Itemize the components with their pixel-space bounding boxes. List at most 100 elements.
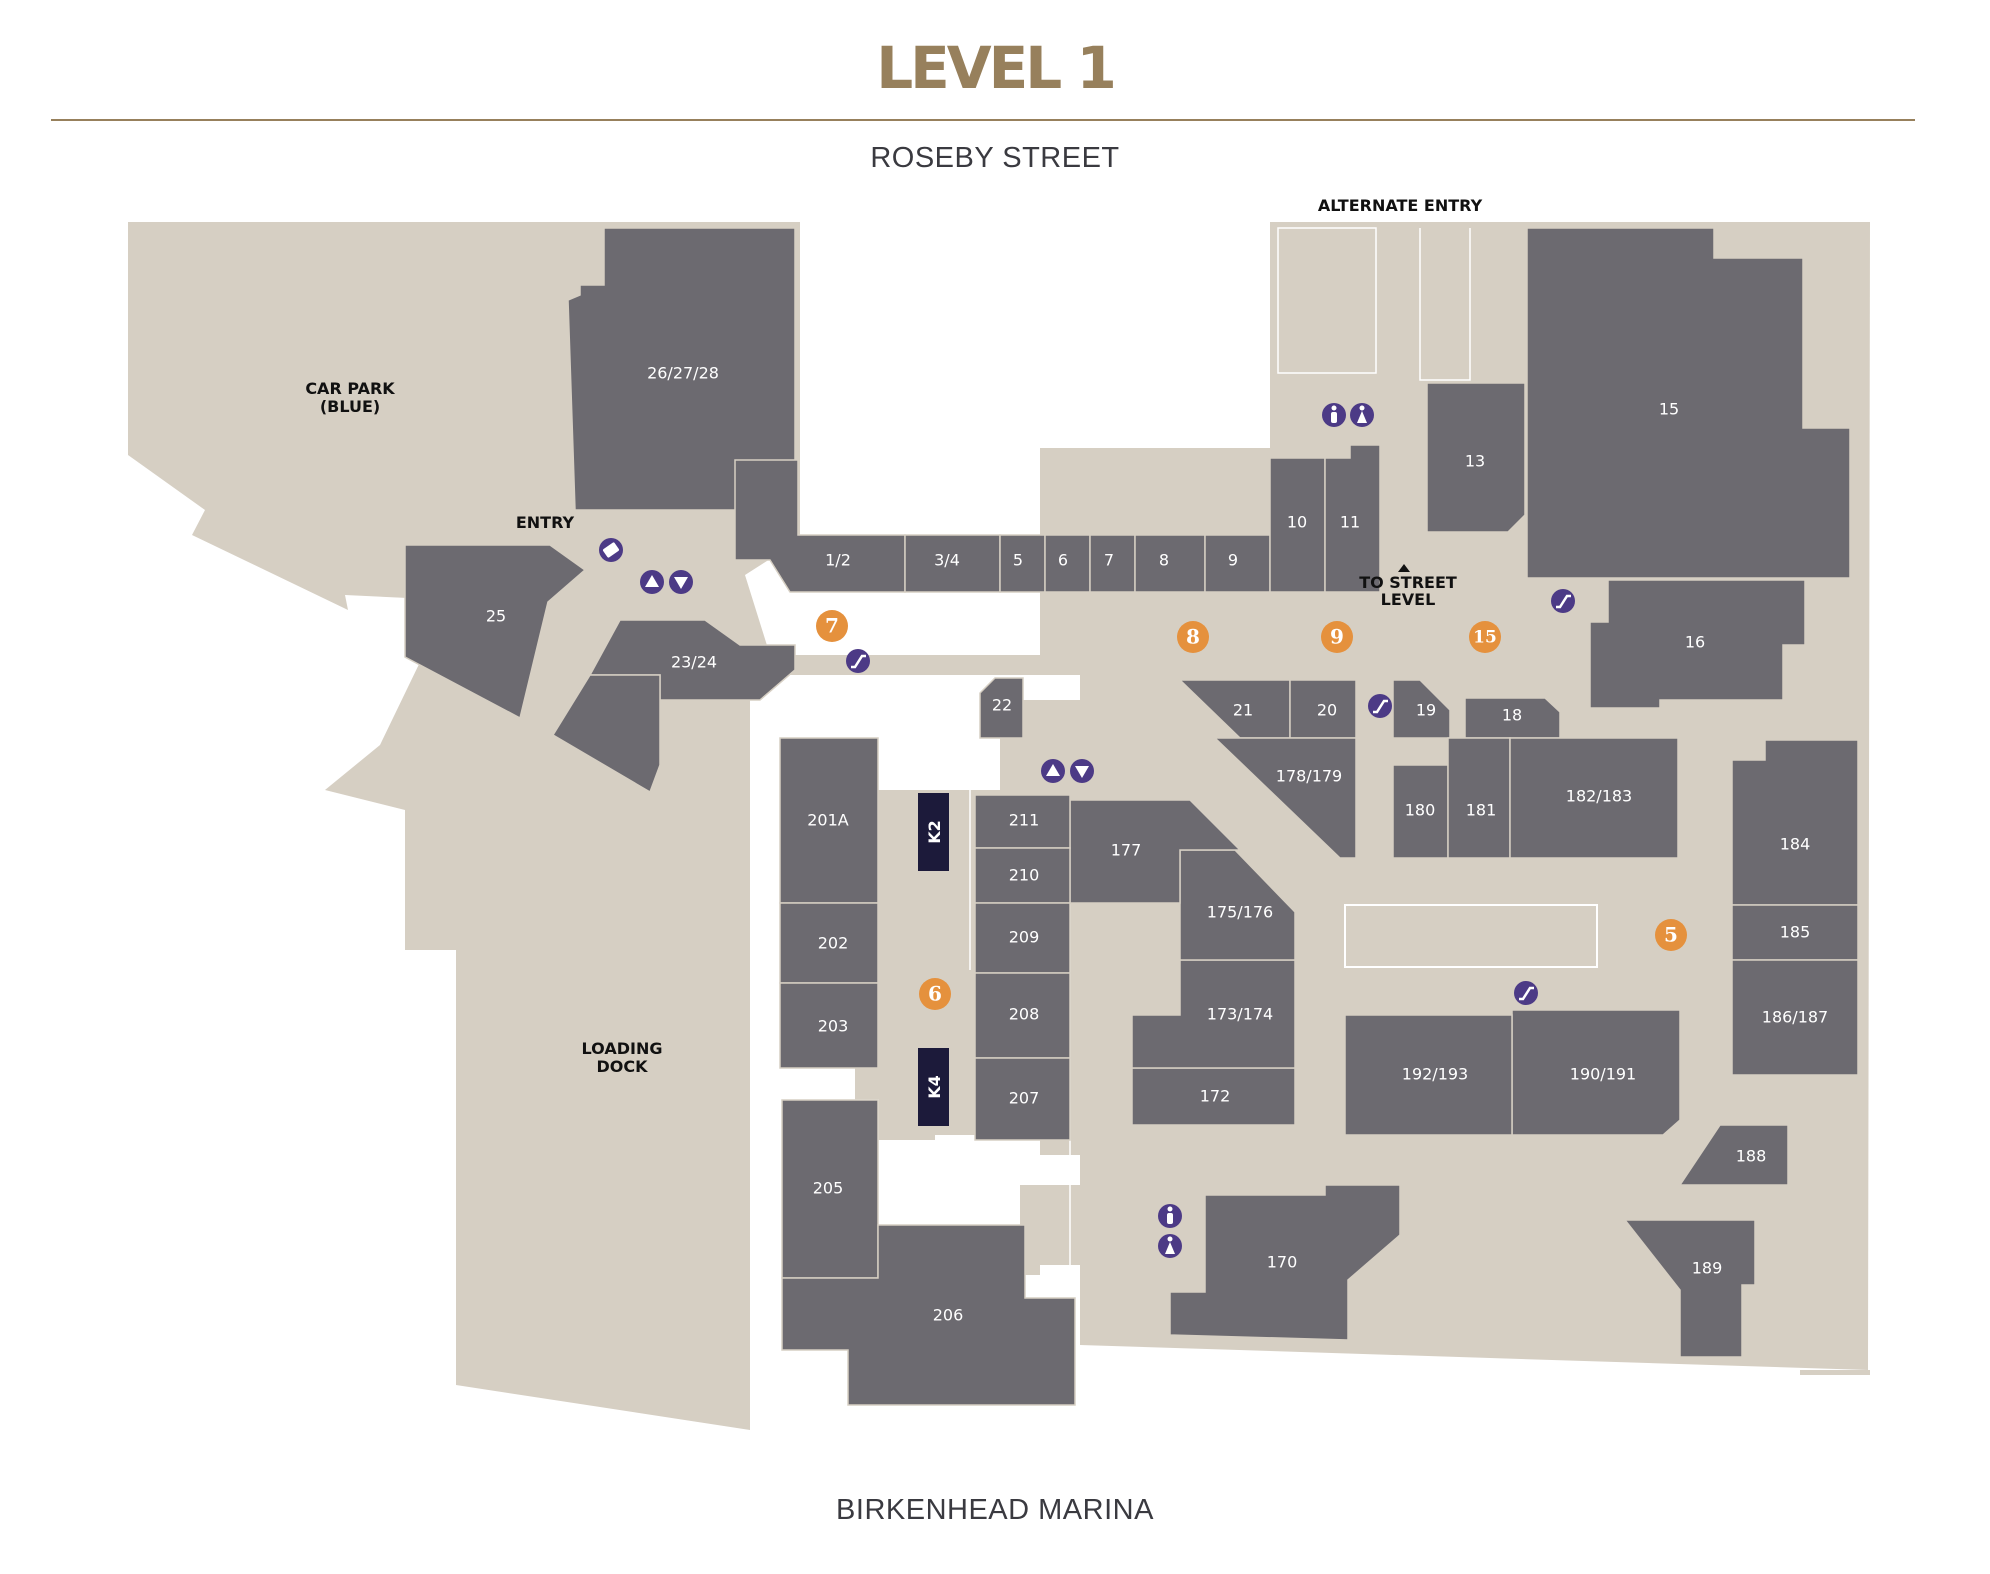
shop-unit-18[interactable] — [1464, 697, 1561, 739]
unit-label: 7 — [1104, 551, 1114, 570]
alternate-entry-label: ALTERNATE ENTRY — [1318, 196, 1483, 215]
shop-unit-202[interactable] — [779, 902, 879, 984]
unit-label: 181 — [1466, 801, 1497, 820]
lift-down-icon[interactable] — [1070, 759, 1094, 783]
unit-label: 8 — [1159, 551, 1169, 570]
unit-label: 192/193 — [1402, 1065, 1468, 1084]
unit-label: 172 — [1200, 1087, 1231, 1106]
marker-5[interactable] — [1655, 919, 1687, 951]
unit-label: 21 — [1233, 701, 1253, 720]
unit-label: 5 — [1013, 551, 1023, 570]
shop-unit-182-183[interactable] — [1509, 737, 1679, 859]
loading-dock-label-sub: DOCK — [596, 1057, 648, 1076]
kiosk-k2[interactable] — [918, 793, 949, 871]
unit-label: 10 — [1287, 513, 1307, 532]
shop-unit-3-4[interactable] — [904, 534, 1001, 593]
car-park-label-sub: (BLUE) — [320, 397, 380, 416]
shop-unit-15[interactable] — [1526, 227, 1851, 579]
marker-label: 6 — [928, 982, 942, 1006]
shop-unit-207[interactable] — [974, 1057, 1071, 1141]
shop-unit-206[interactable] — [781, 1224, 1076, 1406]
shop-unit-184[interactable] — [1731, 739, 1859, 906]
restroom-icon[interactable] — [1158, 1204, 1182, 1228]
marker-15[interactable] — [1469, 621, 1501, 653]
unit-label: 9 — [1228, 551, 1238, 570]
up-arrow-icon — [1398, 564, 1410, 572]
restroom-icon[interactable] — [1322, 403, 1346, 427]
shop-unit-25[interactable] — [404, 544, 587, 720]
shop-unit-26-27-28[interactable] — [567, 227, 796, 511]
unit-label: 23/24 — [671, 653, 717, 672]
marker-9[interactable] — [1321, 621, 1353, 653]
shop-unit-10[interactable] — [1269, 457, 1326, 593]
unit-label: 206 — [933, 1306, 964, 1325]
restroom-icon[interactable] — [1350, 403, 1374, 427]
loading-dock-label: LOADING — [582, 1039, 663, 1058]
shop-unit-16[interactable] — [1589, 579, 1806, 709]
to-street-label: TO STREET — [1359, 573, 1457, 592]
shop-unit-188[interactable] — [1678, 1124, 1789, 1186]
escalator-icon[interactable] — [1368, 694, 1392, 718]
numbered-markers: 7 8 9 15 5 6 — [816, 610, 1687, 1010]
unit-label: 208 — [1009, 1005, 1040, 1024]
marker-6[interactable] — [919, 978, 951, 1010]
unit-label: 211 — [1009, 811, 1040, 830]
lift-up-icon[interactable] — [640, 570, 664, 594]
unit-label: 188 — [1736, 1147, 1767, 1166]
shop-unit-211[interactable] — [974, 794, 1071, 849]
shop-unit-189[interactable] — [1623, 1219, 1756, 1358]
shop-unit-5[interactable] — [999, 534, 1046, 593]
shop-unit-23-24-lower[interactable] — [551, 674, 661, 794]
kiosk-label: K4 — [925, 1075, 944, 1099]
escalator-icon[interactable] — [846, 649, 870, 673]
marker-7[interactable] — [816, 610, 848, 642]
shop-unit-181[interactable] — [1447, 737, 1511, 859]
kiosk-k4[interactable] — [918, 1048, 949, 1126]
shop-unit-19[interactable] — [1392, 679, 1451, 739]
shop-unit-192-193[interactable] — [1344, 1014, 1513, 1136]
shop-unit-1-2[interactable] — [734, 459, 906, 593]
atm-icon[interactable] — [599, 538, 623, 562]
unit-label: 18 — [1502, 706, 1522, 725]
shop-unit-178-179[interactable] — [1213, 737, 1357, 859]
unit-label: 13 — [1465, 452, 1485, 471]
lift-down-icon[interactable] — [669, 570, 693, 594]
shop-unit-7[interactable] — [1089, 534, 1136, 593]
shop-unit-186-187[interactable] — [1731, 959, 1859, 1076]
unit-label: 16 — [1685, 633, 1705, 652]
marker-label: 9 — [1330, 625, 1344, 649]
shop-unit-185[interactable] — [1731, 904, 1859, 961]
void-area — [1344, 904, 1598, 968]
shop-unit-11[interactable] — [1324, 444, 1381, 593]
shop-unit-180[interactable] — [1392, 764, 1449, 859]
shop-unit-8[interactable] — [1134, 534, 1206, 593]
shop-unit-203[interactable] — [779, 982, 879, 1069]
shop-unit-205[interactable] — [781, 1099, 879, 1279]
unit-label: 186/187 — [1762, 1008, 1828, 1027]
unit-label: 185 — [1780, 923, 1811, 942]
marker-8[interactable] — [1177, 621, 1209, 653]
unit-labels: 26/27/28 25 23/24 1/2 3/4 5 6 7 8 9 10 1… — [486, 364, 1828, 1325]
shop-unit-6[interactable] — [1044, 534, 1091, 593]
shop-unit-208[interactable] — [974, 972, 1071, 1059]
street-label-north: ROSEBY STREET — [870, 142, 1120, 174]
unit-label: 25 — [486, 607, 506, 626]
shop-unit-22[interactable] — [979, 677, 1024, 739]
facility-icons — [599, 403, 1575, 1258]
unit-label: 3/4 — [934, 551, 960, 570]
escalator-icon[interactable] — [1551, 589, 1575, 613]
shop-unit-13[interactable] — [1426, 382, 1526, 533]
escalator-icon[interactable] — [1514, 981, 1538, 1005]
kiosk-label: K2 — [925, 820, 944, 844]
shop-unit-9[interactable] — [1204, 534, 1271, 593]
shop-unit-172[interactable] — [1131, 1067, 1296, 1126]
alternate-entry-corridor — [1419, 228, 1471, 381]
lift-up-icon[interactable] — [1041, 759, 1065, 783]
unit-label: 201A — [807, 811, 849, 830]
alternate-entry-zone — [1277, 227, 1377, 374]
kiosks: K2 K4 — [918, 793, 949, 1126]
shop-unit-170[interactable] — [1169, 1184, 1401, 1341]
restroom-icon[interactable] — [1158, 1234, 1182, 1258]
shop-unit-201a[interactable] — [779, 737, 879, 904]
